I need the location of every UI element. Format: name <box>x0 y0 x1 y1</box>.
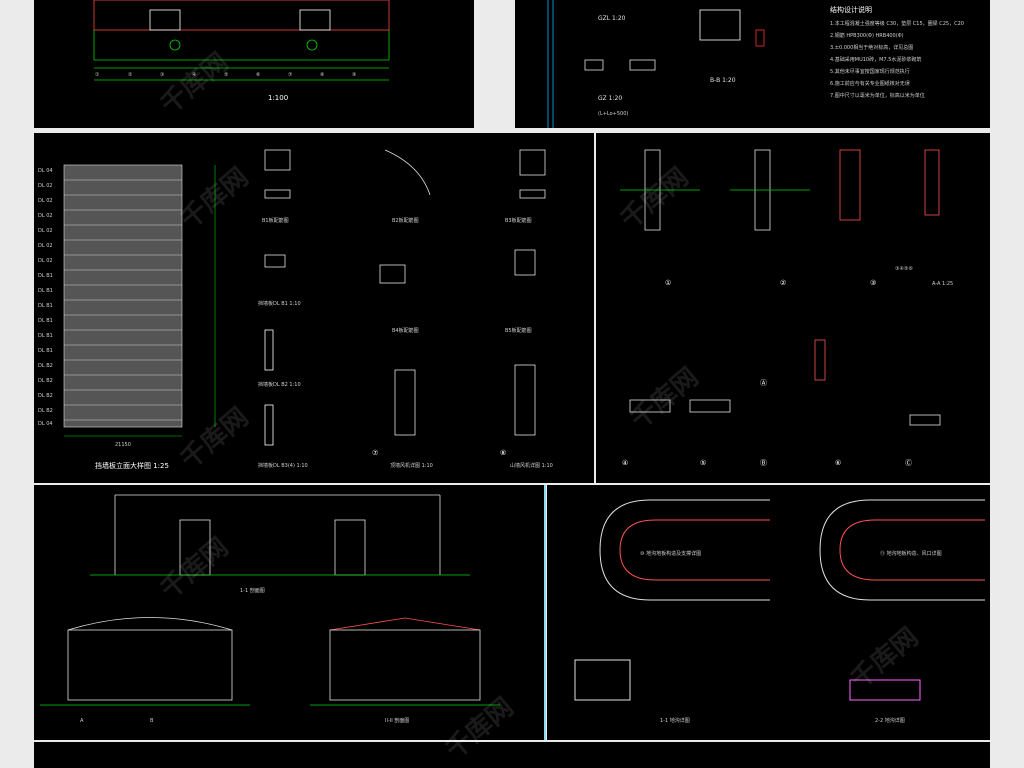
section-bb-title: B-B 1:20 <box>710 77 736 84</box>
axis-a: A <box>80 718 84 724</box>
panel-mark: DL B1 <box>38 288 53 294</box>
reinforcement-title: 挡墙板DL B3(4) 1:10 <box>258 462 308 469</box>
axis-label: ⑤ <box>224 72 228 78</box>
note-line: 2.钢筋 HPB300(Φ) HRB400(Φ) <box>830 32 904 39</box>
panel-mark: DL B2 <box>38 363 53 369</box>
building-sections <box>40 494 500 706</box>
panel-mark: DL 02 <box>38 213 53 219</box>
panel-mark: DL 02 <box>38 198 53 204</box>
axis-label: ⑨ <box>352 72 356 78</box>
panel-mark: DL B2 <box>38 378 53 384</box>
reinforcement-title: 挡墙板DL B2 1:10 <box>258 381 301 388</box>
panel-top-right-notes <box>790 0 990 128</box>
panel-mark: DL 02 <box>38 258 53 264</box>
note-line: 1.本工程混凝土强度等级 C30，垫层 C15，圈梁 C25，C20 <box>830 20 964 27</box>
channel-bottom-label: 2-2 地沟详图 <box>875 717 905 724</box>
section-title-1: 1-1 剖面图 <box>240 587 265 594</box>
panel-mark: DL 02 <box>38 243 53 249</box>
section-aa-title: A-A 1:25 <box>932 281 953 287</box>
panel-mark: DL 04 <box>38 168 53 174</box>
floor-plan-scale: 1:100 <box>268 94 288 102</box>
node-circle: ① <box>665 279 671 287</box>
axis-label: ④ <box>192 72 197 78</box>
node-circle: ② <box>780 279 786 287</box>
panel-bottom-strip <box>34 742 990 768</box>
panel-mark: DL B2 <box>38 408 53 414</box>
detail-circle: ⑦ <box>372 449 378 457</box>
panel-mark: DL 04 <box>38 421 53 427</box>
axis-label: ⑥ <box>256 72 261 78</box>
note-line: 7.图中尺寸以毫米为单位，标高以米为单位 <box>830 92 925 99</box>
section-title-2: II-II 剖面图 <box>385 717 409 724</box>
panel-mark: DL B1 <box>38 333 53 339</box>
panel-lower-right-channels <box>547 485 990 740</box>
channel-label-left: ⑩ 地沟地板构造及支撑详图 <box>640 550 701 557</box>
node-circle: ④ <box>622 459 628 467</box>
note-line: 5.其他未尽事宜按国家现行规范执行 <box>830 68 910 75</box>
channel-label-right: ⑪ 地沟地板构造、风口详图 <box>880 550 942 557</box>
panel-mark: DL B1 <box>38 273 53 279</box>
reinforcement-title: B4板配筋图 <box>392 327 419 334</box>
panel-mark: DL B1 <box>38 318 53 324</box>
node-circle: ③ <box>870 279 876 287</box>
panel-mark: DL B2 <box>38 393 53 399</box>
notes-title: 结构设计说明 <box>830 5 872 14</box>
note-line: 6.施工前应与有关专业图纸核对无误 <box>830 80 910 87</box>
panel-mark: DL 02 <box>38 183 53 189</box>
grid-label: ③④⑤⑥ <box>895 266 913 272</box>
gz-note: (L+Lo+500) <box>598 111 628 117</box>
reinforcement-title: 山墙风机详图 1:10 <box>510 462 553 469</box>
axis-label: ⑧ <box>320 72 325 78</box>
note-line: 4.基础采用MU10砖，M7.5水泥砂浆砌筑 <box>830 56 921 63</box>
panel-top-left-plan <box>34 0 474 128</box>
axis-label: ② <box>128 72 133 78</box>
elevation-left-labels: DL 04 DL 02 DL 02 DL 02 DL 02 DL 02 DL 0… <box>38 168 53 427</box>
node-circle: Ⓒ <box>905 459 912 467</box>
panel-top-middle <box>515 0 790 128</box>
node-circle: Ⓐ <box>760 379 767 387</box>
reinforcement-title: B5板配筋图 <box>505 327 532 334</box>
node-details <box>620 149 941 426</box>
floor-plan-axis-labels: ① ② ③ ④ ⑤ ⑥ ⑦ ⑧ ⑨ <box>95 72 356 78</box>
axis-label: ③ <box>160 72 164 78</box>
detail-circle: ⑧ <box>500 449 506 457</box>
axis-label: ① <box>95 72 100 78</box>
axis-b: B <box>150 718 154 724</box>
channel-bottom-label: 1-1 地沟详图 <box>660 717 690 724</box>
gz-title: GZ 1:20 <box>598 95 622 102</box>
panel-lower-left-sections <box>34 485 544 740</box>
node-circle: ⑥ <box>835 459 841 467</box>
elevation-title: 挡墙板立面大样图 1:25 <box>95 461 169 470</box>
node-circle: ⑤ <box>700 459 706 467</box>
reinforcement-title: B3板配筋图 <box>505 217 532 224</box>
reinforcement-shapes <box>264 149 546 446</box>
panel-mark: DL B1 <box>38 303 53 309</box>
channel-plans <box>574 499 985 701</box>
note-line: 3.±0.000相当于绝对标高，详见总图 <box>830 44 913 51</box>
panel-mark: DL 02 <box>38 228 53 234</box>
panel-middle-reinforcement <box>244 133 594 483</box>
elevation-bottom-dim: 21150 <box>115 442 131 448</box>
column-details <box>547 0 765 128</box>
gzl-title: GZL 1:20 <box>598 15 626 22</box>
reinforcement-title: B1板配筋图 <box>262 217 289 224</box>
reinforcement-title: B2板配筋图 <box>392 217 419 224</box>
floor-plan-drawing <box>93 0 390 81</box>
elevation-hatch <box>63 164 216 437</box>
reinforcement-title: 挡墙板DL B1 1:10 <box>258 300 301 307</box>
panel-mark: DL B1 <box>38 348 53 354</box>
node-circle: Ⓑ <box>760 459 767 467</box>
reinforcement-title: 顶墙风机详图 1:10 <box>390 462 433 469</box>
axis-label: ⑦ <box>288 72 293 78</box>
